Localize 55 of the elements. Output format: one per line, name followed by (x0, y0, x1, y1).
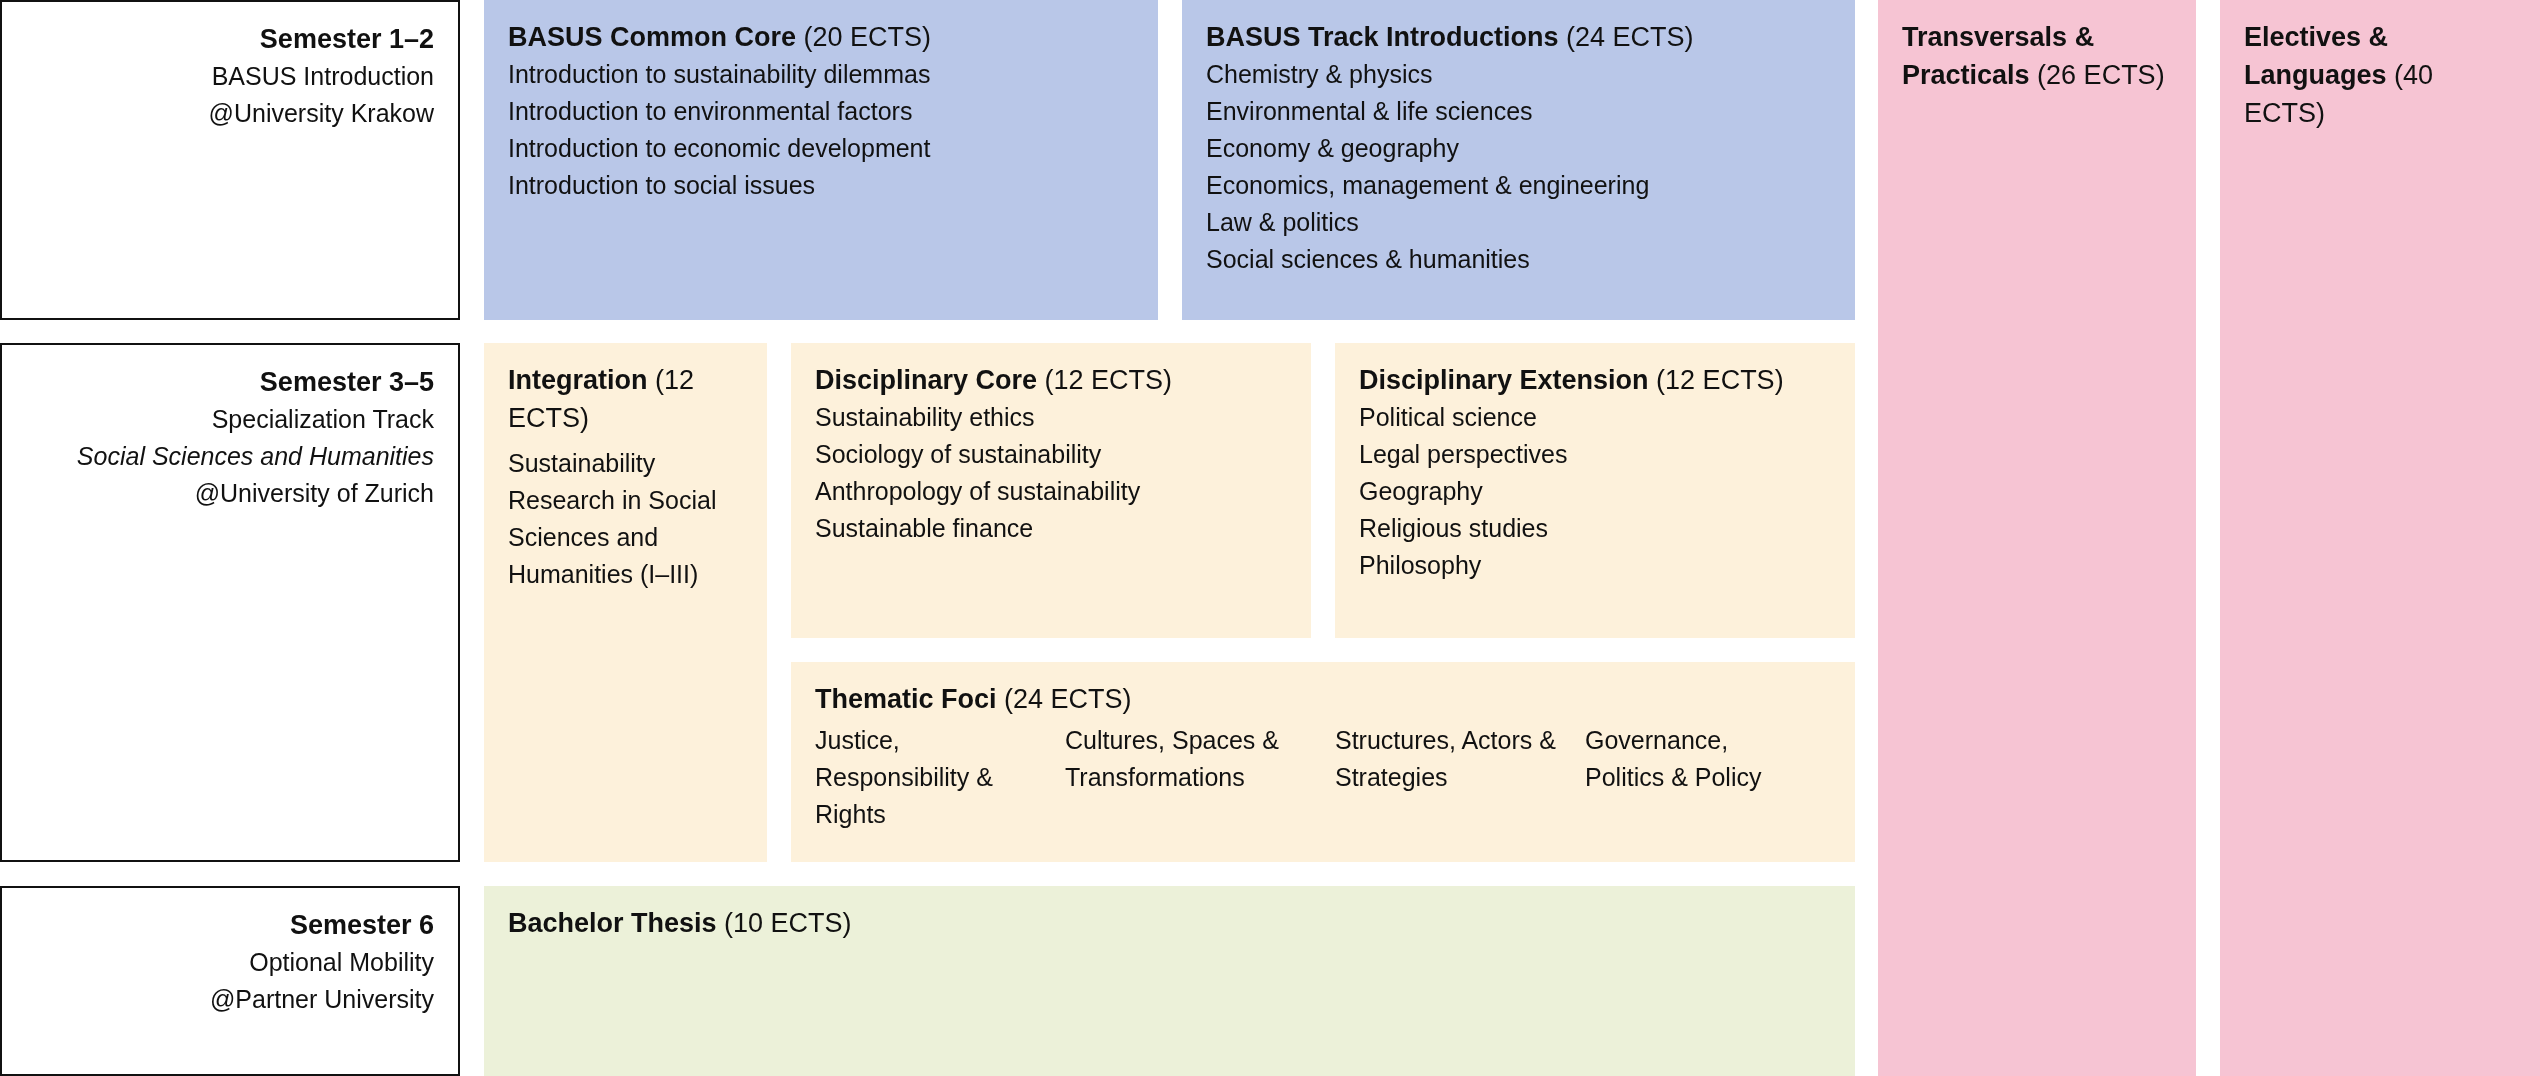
course-item: Legal perspectives (1359, 440, 1568, 468)
semester-box (0, 0, 460, 320)
semester-detail: @University Krakow (208, 99, 434, 127)
module-box (1878, 0, 2196, 1076)
course-item: Economics, management & engineering (1206, 171, 1650, 199)
course-item: Philosophy (1359, 551, 1482, 579)
module-box (791, 662, 1855, 862)
module-box (2220, 0, 2540, 1076)
semester-box (0, 886, 460, 1076)
module-heading: Disciplinary Extension (12 ECTS) (1359, 365, 1784, 395)
course-item: Geography (1359, 477, 1483, 505)
focus-topic: Justice, Responsibility & Rights (815, 726, 993, 828)
module-box (484, 343, 767, 862)
course-item: Religious studies (1359, 514, 1548, 542)
module-box (484, 0, 1158, 320)
semester-box (0, 343, 460, 862)
course-item: Chemistry & physics (1206, 60, 1433, 88)
semester-detail: Specialization Track (211, 405, 434, 433)
course-item: Sustainability Research in Social Sciences and Humanities (I–III) (508, 449, 717, 588)
course-item: Introduction to social issues (508, 171, 816, 199)
course-item: Anthropology of sustainability (815, 477, 1141, 505)
module-heading: BASUS Common Core (20 ECTS) (508, 22, 932, 52)
course-item: Economy & geography (1206, 134, 1459, 162)
module-box (1182, 0, 1855, 320)
course-item: Political science (1359, 403, 1537, 431)
course-item: Introduction to economic development (508, 134, 931, 162)
focus-topic: Governance, Politics & Policy (1585, 726, 1762, 791)
semester-heading: Semester 6 (289, 910, 434, 940)
course-item: Introduction to sustainability dilemmas (508, 60, 931, 88)
semester-detail: BASUS Introduction (211, 62, 434, 90)
focus-topic: Structures, Actors & Strategies (1335, 726, 1556, 791)
course-item: Sustainable finance (815, 514, 1034, 542)
course-item: Sociology of sustainability (815, 440, 1102, 468)
course-item: Introduction to environmental factors (508, 97, 913, 125)
semester-heading: Semester 1–2 (259, 24, 434, 54)
course-item: Law & politics (1206, 208, 1359, 236)
module-heading: Integration (12 ECTS) (508, 365, 695, 433)
module-heading: Disciplinary Core (12 ECTS) (815, 365, 1173, 395)
semester-detail: @University of Zurich (194, 479, 434, 507)
module-heading: Bachelor Thesis (10 ECTS) (508, 908, 852, 938)
module-heading: Electives & Languages (40 ECTS) (2244, 22, 2434, 128)
module-heading: BASUS Track Introductions (24 ECTS) (1206, 22, 1694, 52)
module-heading: Transversals & Practicals (26 ECTS) (1902, 22, 2165, 90)
course-item: Social sciences & humanities (1206, 245, 1530, 273)
module-heading: Thematic Foci (24 ECTS) (815, 684, 1132, 714)
semester-detail: Optional Mobility (249, 948, 434, 976)
semester-heading: Semester 3–5 (259, 367, 434, 397)
module-box (1335, 343, 1855, 638)
semester-detail: Social Sciences and Humanities (76, 442, 434, 470)
module-box (791, 343, 1311, 638)
focus-topic: Cultures, Spaces & Transformations (1065, 726, 1279, 791)
module-box (484, 886, 1855, 1076)
course-item: Environmental & life sciences (1206, 97, 1533, 125)
course-item: Sustainability ethics (815, 403, 1035, 431)
semester-detail: @Partner University (209, 985, 434, 1013)
